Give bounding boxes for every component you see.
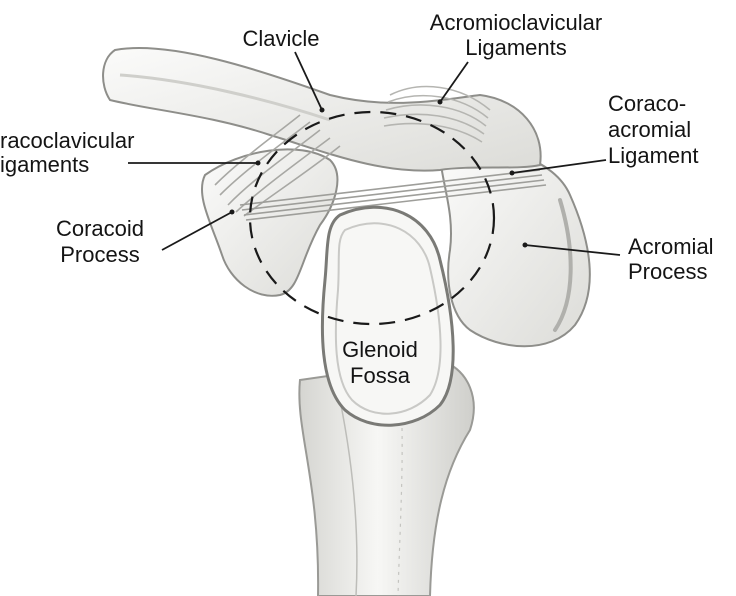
leader-acromial (524, 244, 621, 256)
label-coracoclavicular-1: racoclavicular (0, 128, 135, 153)
label-coraco-acromial-1: Coraco- (608, 91, 686, 116)
acromial-process (438, 146, 591, 348)
label-acromial-1: Acromial (628, 234, 714, 259)
leader-coraco-acromial (511, 159, 607, 174)
leader-acromioclavicular (439, 61, 469, 103)
label-acromial-2: Process (628, 259, 707, 284)
coracoid-process (200, 148, 339, 297)
acromioclavicular-ligaments (383, 85, 491, 143)
label-clavicle: Clavicle (242, 26, 319, 51)
label-glenoid-2: Fossa (350, 363, 411, 388)
coracoacromial-ligament (239, 169, 547, 221)
label-coracoclavicular-2: igaments (0, 152, 89, 177)
label-coraco-acromial-2: acromial (608, 117, 691, 142)
leader-dots (229, 99, 528, 248)
dashed-joint-outline (248, 110, 496, 326)
leader-coracoid (161, 211, 233, 251)
label-acromioclavicular-2: Ligaments (465, 35, 567, 60)
leader-lines (128, 51, 621, 256)
label-acromioclavicular-1: Acromioclavicular (430, 10, 602, 35)
label-coracoid-2: Process (60, 242, 139, 267)
humerus (298, 358, 475, 596)
label-glenoid-1: Glenoid (342, 337, 418, 362)
glenoid-fossa (320, 205, 455, 427)
label-coraco-acromial-3: Ligament (608, 143, 699, 168)
leader-clavicle (294, 51, 323, 111)
label-coracoid-1: Coracoid (56, 216, 144, 241)
